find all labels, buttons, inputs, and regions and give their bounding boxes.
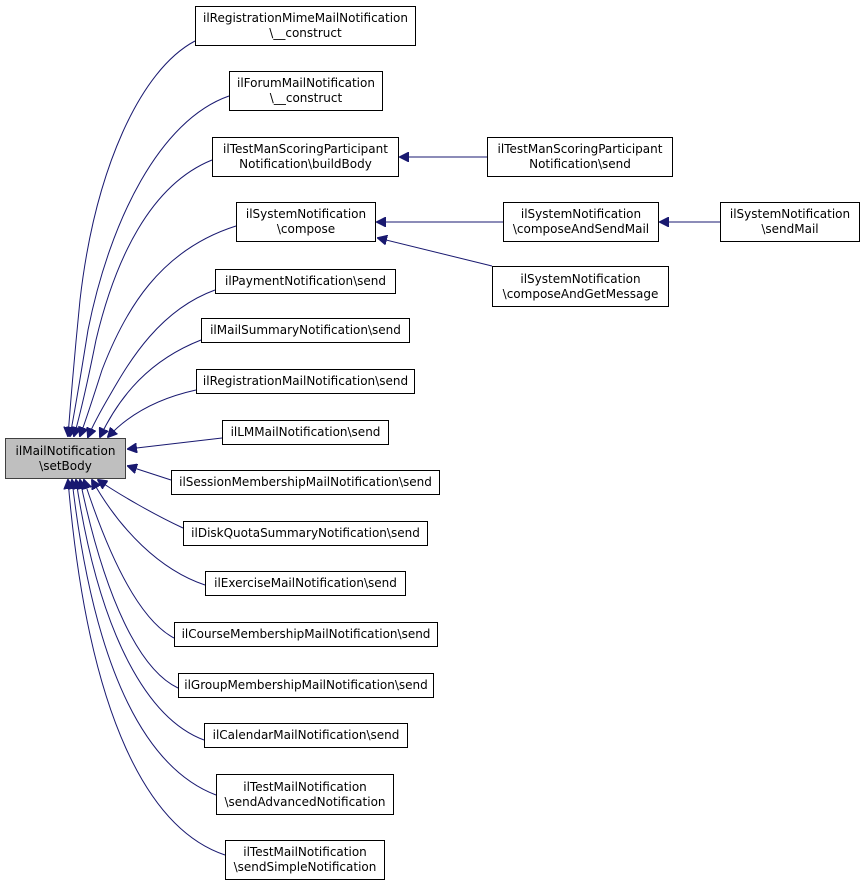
edge-test-simple xyxy=(68,480,226,856)
node-label: ilPaymentNotification\send xyxy=(225,274,386,288)
edge-registration-send xyxy=(108,389,197,437)
node-label: ilSystemNotification xyxy=(520,271,641,286)
node-label: ilLMMailNotification\send xyxy=(230,425,381,439)
node-label: ilSessionMembershipMailNotification\send xyxy=(179,475,432,489)
node-test-sendadvanced[interactable]: ilTestMailNotification \sendAdvancedNoti… xyxy=(216,774,394,815)
node-label: ilTestMailNotification xyxy=(243,779,367,794)
node-exercise-send[interactable]: ilExerciseMailNotification\send xyxy=(205,571,406,596)
node-label: ilRegistrationMimeMailNotification xyxy=(202,11,409,25)
node-test-sendsimple[interactable]: ilTestMailNotification \sendSimpleNotifi… xyxy=(225,840,385,880)
node-label: ilForumMailNotification xyxy=(237,76,375,90)
node-forum-construct[interactable]: ilForumMailNotification \__construct xyxy=(229,71,383,111)
node-label: ilTestMailNotification xyxy=(243,845,367,859)
node-label: ilSystemNotification xyxy=(245,207,367,221)
edge-session xyxy=(128,466,172,481)
node-payment-send[interactable]: ilPaymentNotification\send xyxy=(215,269,396,294)
node-registration-mime-construct[interactable]: ilRegistrationMimeMailNotification \__co… xyxy=(195,6,416,46)
node-label: ilSystemNotification xyxy=(729,207,851,221)
node-system-compose[interactable]: ilSystemNotification \compose xyxy=(236,202,376,242)
node-registration-send[interactable]: ilRegistrationMailNotification\send xyxy=(196,369,415,394)
node-label: ilDiskQuotaSummaryNotification\send xyxy=(191,526,420,540)
node-label: ilSystemNotification xyxy=(520,207,642,221)
edge-testman-buildbody xyxy=(74,159,213,436)
node-diskquota-send[interactable]: ilDiskQuotaSummaryNotification\send xyxy=(183,521,428,546)
node-system-composeandsendmail[interactable]: ilSystemNotification \composeAndSendMail xyxy=(503,202,659,242)
edge-diskquota xyxy=(98,480,184,529)
node-label: Notification\buildBody xyxy=(239,157,372,171)
node-root-setbody: ilMailNotification \setBody xyxy=(5,438,126,479)
edge-registration-mime xyxy=(68,40,196,436)
edge-system-compose xyxy=(80,225,237,436)
edge-composeandgetmessage xyxy=(378,238,493,267)
node-label: \__construct xyxy=(269,26,342,40)
node-label: ilMailSummaryNotification\send xyxy=(210,323,401,337)
node-mailsummary-send[interactable]: ilMailSummaryNotification\send xyxy=(201,318,410,343)
edge-test-advanced xyxy=(72,480,217,796)
node-label: \__construct xyxy=(269,91,343,105)
node-testman-buildbody[interactable]: ilTestManScoringParticipant Notification… xyxy=(212,137,399,177)
node-group-send[interactable]: ilGroupMembershipMailNotification\send xyxy=(178,673,434,698)
node-label: ilTestManScoringParticipant xyxy=(223,142,388,156)
node-label: \setBody xyxy=(39,458,92,473)
node-label: Notification\send xyxy=(529,157,631,171)
node-label: ilRegistrationMailNotification\send xyxy=(202,374,409,388)
edge-mailsummary xyxy=(100,339,202,437)
node-course-send[interactable]: ilCourseMembershipMailNotification\send xyxy=(174,622,438,647)
edge-lm xyxy=(128,437,223,449)
edge-group xyxy=(80,480,179,689)
node-system-composeandgetmessage[interactable]: ilSystemNotification \composeAndGetMessa… xyxy=(492,266,669,307)
node-session-send[interactable]: ilSessionMembershipMailNotification\send xyxy=(171,470,440,495)
node-label: \compose xyxy=(276,222,336,236)
edge-calendar xyxy=(76,480,205,741)
node-label: ilGroupMembershipMailNotification\send xyxy=(184,678,428,692)
node-label: \composeAndSendMail xyxy=(512,222,650,236)
node-label: ilTestManScoringParticipant xyxy=(497,142,663,156)
edge-course xyxy=(84,480,175,639)
edge-forum xyxy=(70,95,230,436)
node-lm-send[interactable]: ilLMMailNotification\send xyxy=(222,420,389,445)
node-label: ilCourseMembershipMailNotification\send xyxy=(181,627,431,641)
node-testman-send[interactable]: ilTestManScoringParticipant Notification… xyxy=(487,137,673,177)
node-label: ilExerciseMailNotification\send xyxy=(214,576,397,590)
edge-exercise xyxy=(92,480,206,586)
node-calendar-send[interactable]: ilCalendarMailNotification\send xyxy=(204,723,408,748)
node-label: \composeAndGetMessage xyxy=(502,286,659,301)
node-system-sendmail[interactable]: ilSystemNotification \sendMail xyxy=(720,202,860,242)
node-label: ilMailNotification xyxy=(15,443,116,458)
node-label: \sendAdvancedNotification xyxy=(224,794,386,809)
edge-payment xyxy=(88,289,216,437)
node-label: \sendMail xyxy=(761,222,819,236)
node-label: ilCalendarMailNotification\send xyxy=(212,728,400,742)
node-label: \sendSimpleNotification xyxy=(233,860,377,874)
